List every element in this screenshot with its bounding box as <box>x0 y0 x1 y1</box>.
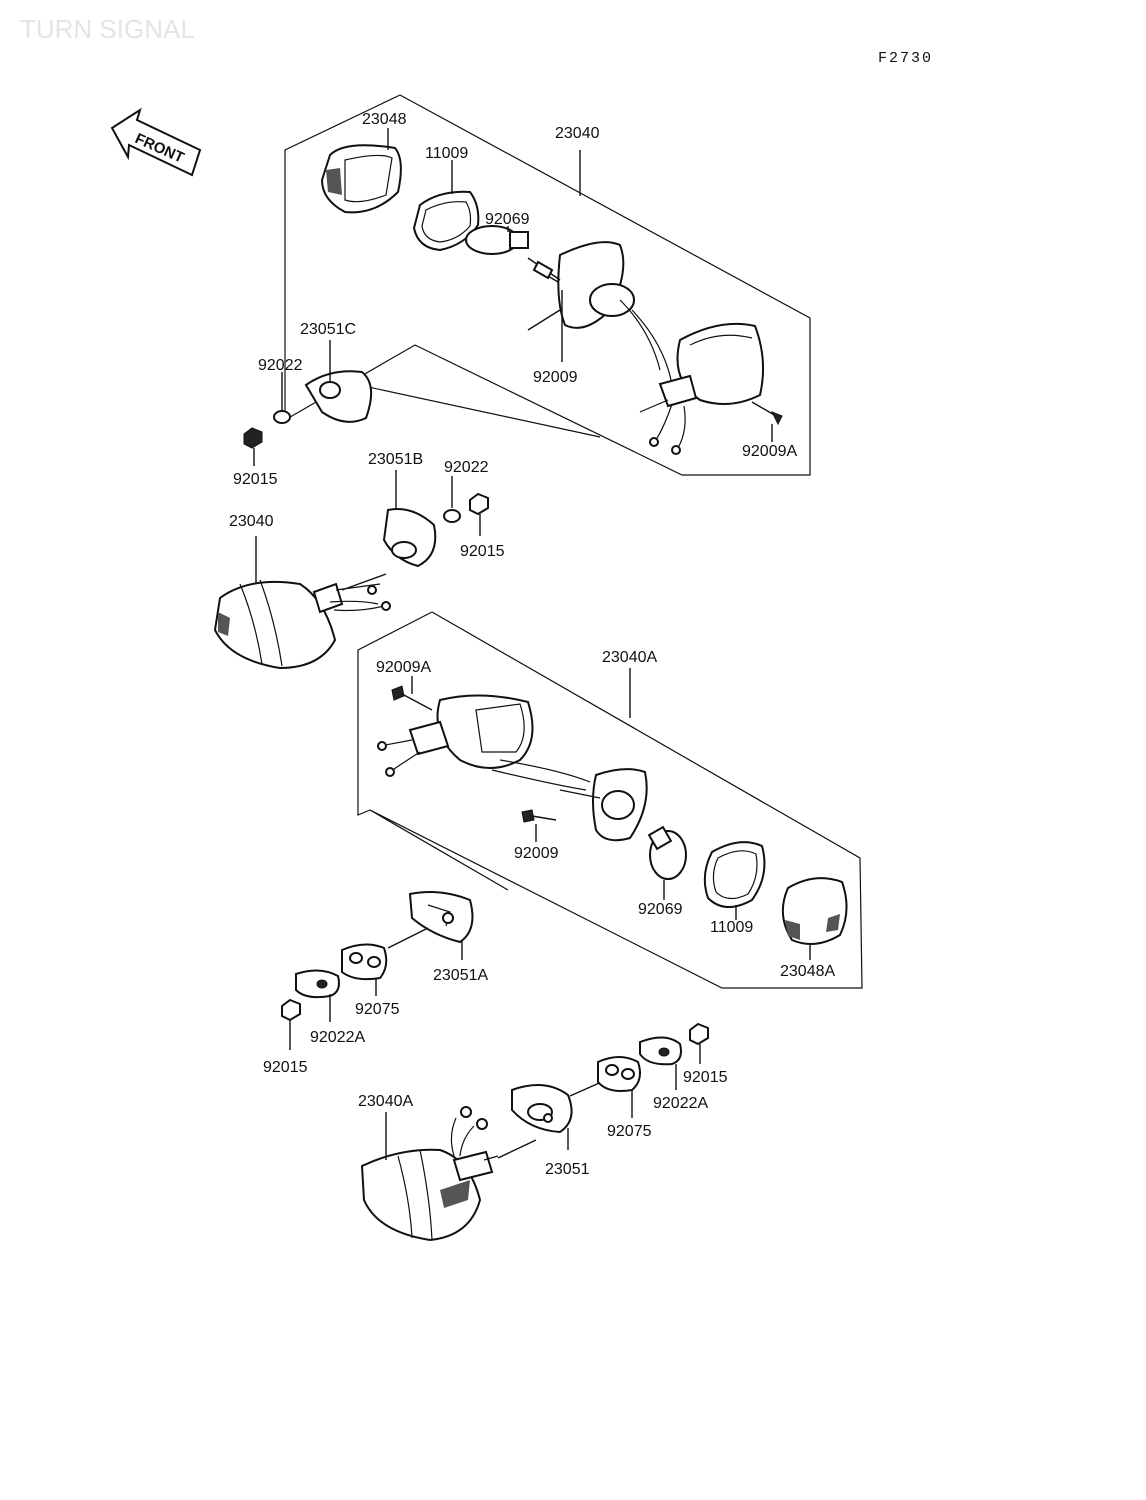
label-92009-top: 92009 <box>533 369 578 386</box>
screw-92009A-mid <box>391 685 433 711</box>
front-arrow-icon: FRONT <box>110 107 202 177</box>
washer-92022-left <box>273 410 291 424</box>
mount-guide-line-mid <box>369 809 509 891</box>
spacer-92075-right <box>597 1056 641 1092</box>
nut-92015-left <box>243 427 263 449</box>
label-92015-right: 92015 <box>683 1069 728 1086</box>
housing-23040A-bottom <box>360 1106 499 1242</box>
label-92022-mid: 92022 <box>444 459 489 476</box>
label-92075-right: 92075 <box>607 1123 652 1140</box>
label-23051: 23051 <box>545 1161 590 1178</box>
mount-guide-line-top <box>335 379 601 438</box>
label-92009A-mid: 92009A <box>376 659 431 676</box>
label-23051C: 23051C <box>300 321 356 338</box>
label-92015-left: 92015 <box>233 471 278 488</box>
label-92009A-top: 92009A <box>742 443 797 460</box>
label-23040-left: 23040 <box>229 513 274 530</box>
label-23048A: 23048A <box>780 963 835 980</box>
plate-92022A-left <box>295 969 340 999</box>
lens-23048A <box>781 877 848 945</box>
mount-bracket-23051C <box>304 370 373 423</box>
nut-92015-low <box>281 998 301 1022</box>
gasket-11009-mid <box>703 841 766 908</box>
nut-92015-mid <box>469 492 489 516</box>
bulb-92069 <box>465 225 529 255</box>
diagram-title: TURN SIGNAL <box>20 14 195 44</box>
bulb-92069-mid <box>647 825 687 880</box>
label-23051A: 23051A <box>433 967 488 984</box>
label-92022A-left: 92022A <box>310 1029 365 1046</box>
label-11009-mid: 11009 <box>710 919 753 936</box>
nut-92015-right <box>689 1022 709 1046</box>
figure-code: F2730 <box>878 50 933 67</box>
assembly-outline-mid <box>357 611 863 989</box>
screw-92009-top <box>532 260 559 283</box>
washer-92022-mid <box>443 509 461 523</box>
label-92075-left: 92075 <box>355 1001 400 1018</box>
label-92009-mid: 92009 <box>514 845 559 862</box>
label-23040A-box: 23040A <box>602 649 657 666</box>
label-11009-top: 11009 <box>425 145 468 162</box>
housing-23040A-mid <box>377 694 591 791</box>
lens-23048 <box>320 144 402 214</box>
spacer-92075-left <box>341 943 388 981</box>
label-92015-mid: 92015 <box>460 543 505 560</box>
socket-housing-top <box>557 241 673 386</box>
mount-bracket-23051B <box>382 508 437 568</box>
label-92022A-right: 92022A <box>653 1095 708 1112</box>
label-92022-left: 92022 <box>258 357 303 374</box>
gasket-11009 <box>412 190 480 252</box>
label-23040-top: 23040 <box>555 125 600 142</box>
label-92069-top: 92069 <box>485 211 530 228</box>
assembly-outline-top <box>284 94 811 476</box>
plate-92022A-right <box>639 1036 682 1066</box>
label-23051B: 23051B <box>368 451 423 468</box>
label-92069-mid: 92069 <box>638 901 683 918</box>
mount-bracket-23051 <box>511 1084 573 1134</box>
housing-23040-left <box>213 579 391 670</box>
mount-bracket-23051A <box>408 891 474 944</box>
label-23048: 23048 <box>362 111 407 128</box>
housing-23040-top <box>639 322 764 455</box>
socket-housing-mid <box>559 768 648 842</box>
screw-92009-mid <box>521 809 557 823</box>
label-92015-low: 92015 <box>263 1059 308 1076</box>
screw-92009A-top <box>751 401 783 426</box>
label-23040A-bottom: 23040A <box>358 1093 413 1110</box>
